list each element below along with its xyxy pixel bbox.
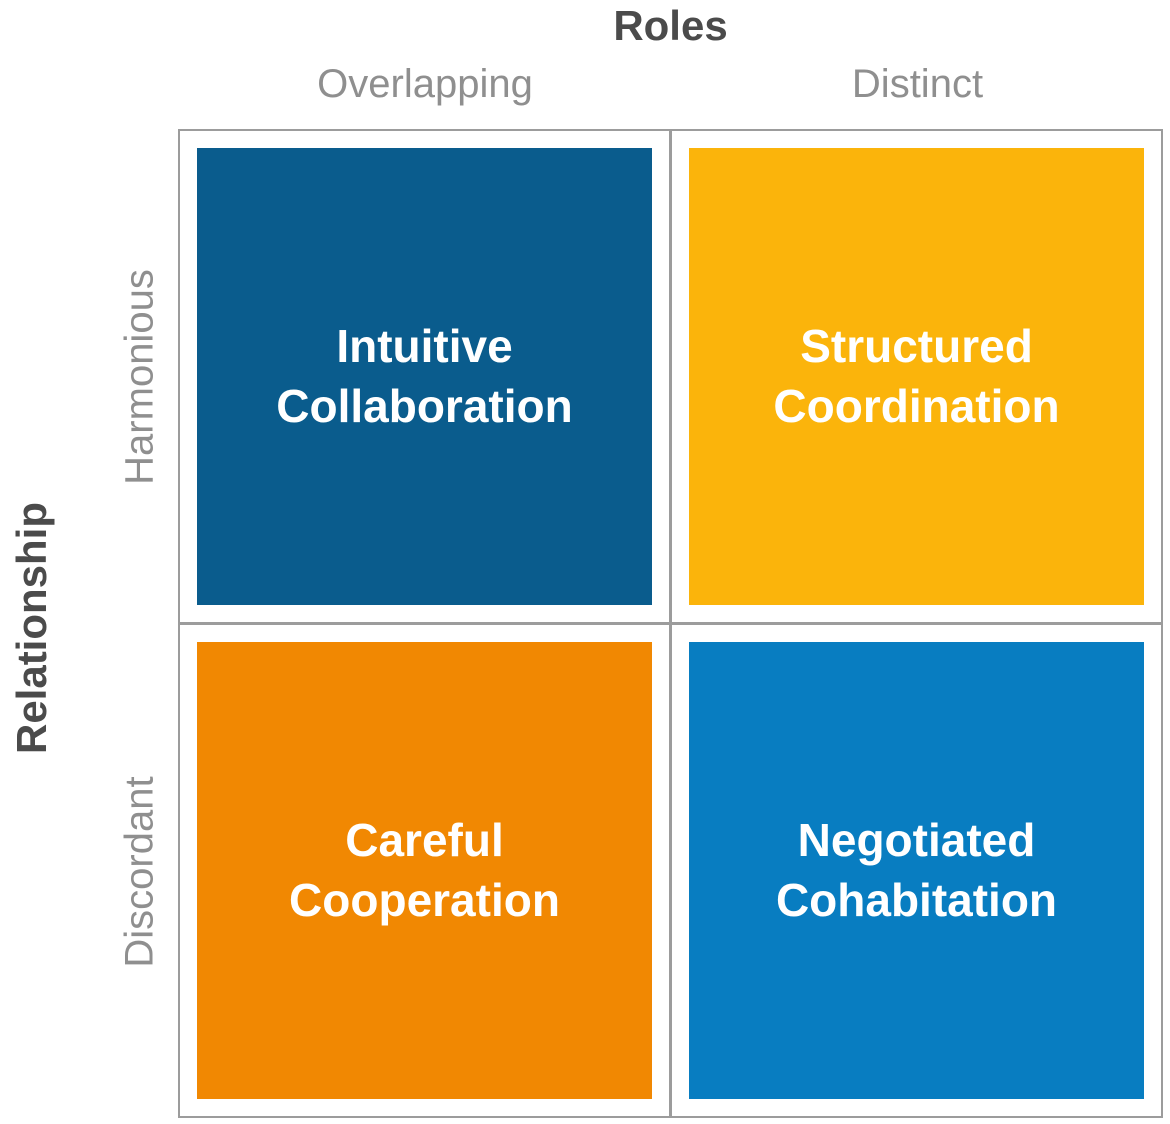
quadrant-label-structured-coordination: Structured Coordination bbox=[773, 319, 1060, 432]
quadrant-cell-top-left: Intuitive Collaboration bbox=[180, 131, 669, 622]
x-axis-label-overlapping: Overlapping bbox=[317, 62, 533, 106]
quadrant-cell-bottom-right: Negotiated Cohabitation bbox=[672, 625, 1161, 1116]
quadrant-negotiated-cohabitation: Negotiated Cohabitation bbox=[689, 642, 1144, 1099]
x-axis-title: Roles bbox=[613, 2, 728, 49]
matrix-grid: Intuitive Collaboration Structured Coord… bbox=[178, 129, 1163, 1118]
quadrant-structured-coordination: Structured Coordination bbox=[689, 148, 1144, 605]
quadrant-label-careful-cooperation: Careful Cooperation bbox=[289, 813, 560, 926]
quadrant-careful-cooperation: Careful Cooperation bbox=[197, 642, 652, 1099]
quadrant-label-negotiated-cohabitation: Negotiated Cohabitation bbox=[775, 813, 1058, 926]
y-axis-label-discordant: Discordant bbox=[117, 776, 162, 968]
quadrant-intuitive-collaboration: Intuitive Collaboration bbox=[197, 148, 652, 605]
quadrant-cell-bottom-left: Careful Cooperation bbox=[180, 625, 669, 1116]
y-axis-label-harmonious: Harmonious bbox=[117, 269, 162, 485]
y-axis-title: Relationship bbox=[8, 501, 55, 755]
quadrant-label-intuitive-collaboration: Intuitive Collaboration bbox=[276, 319, 573, 432]
quadrant-cell-top-right: Structured Coordination bbox=[672, 131, 1161, 622]
x-axis-label-distinct: Distinct bbox=[851, 62, 984, 106]
